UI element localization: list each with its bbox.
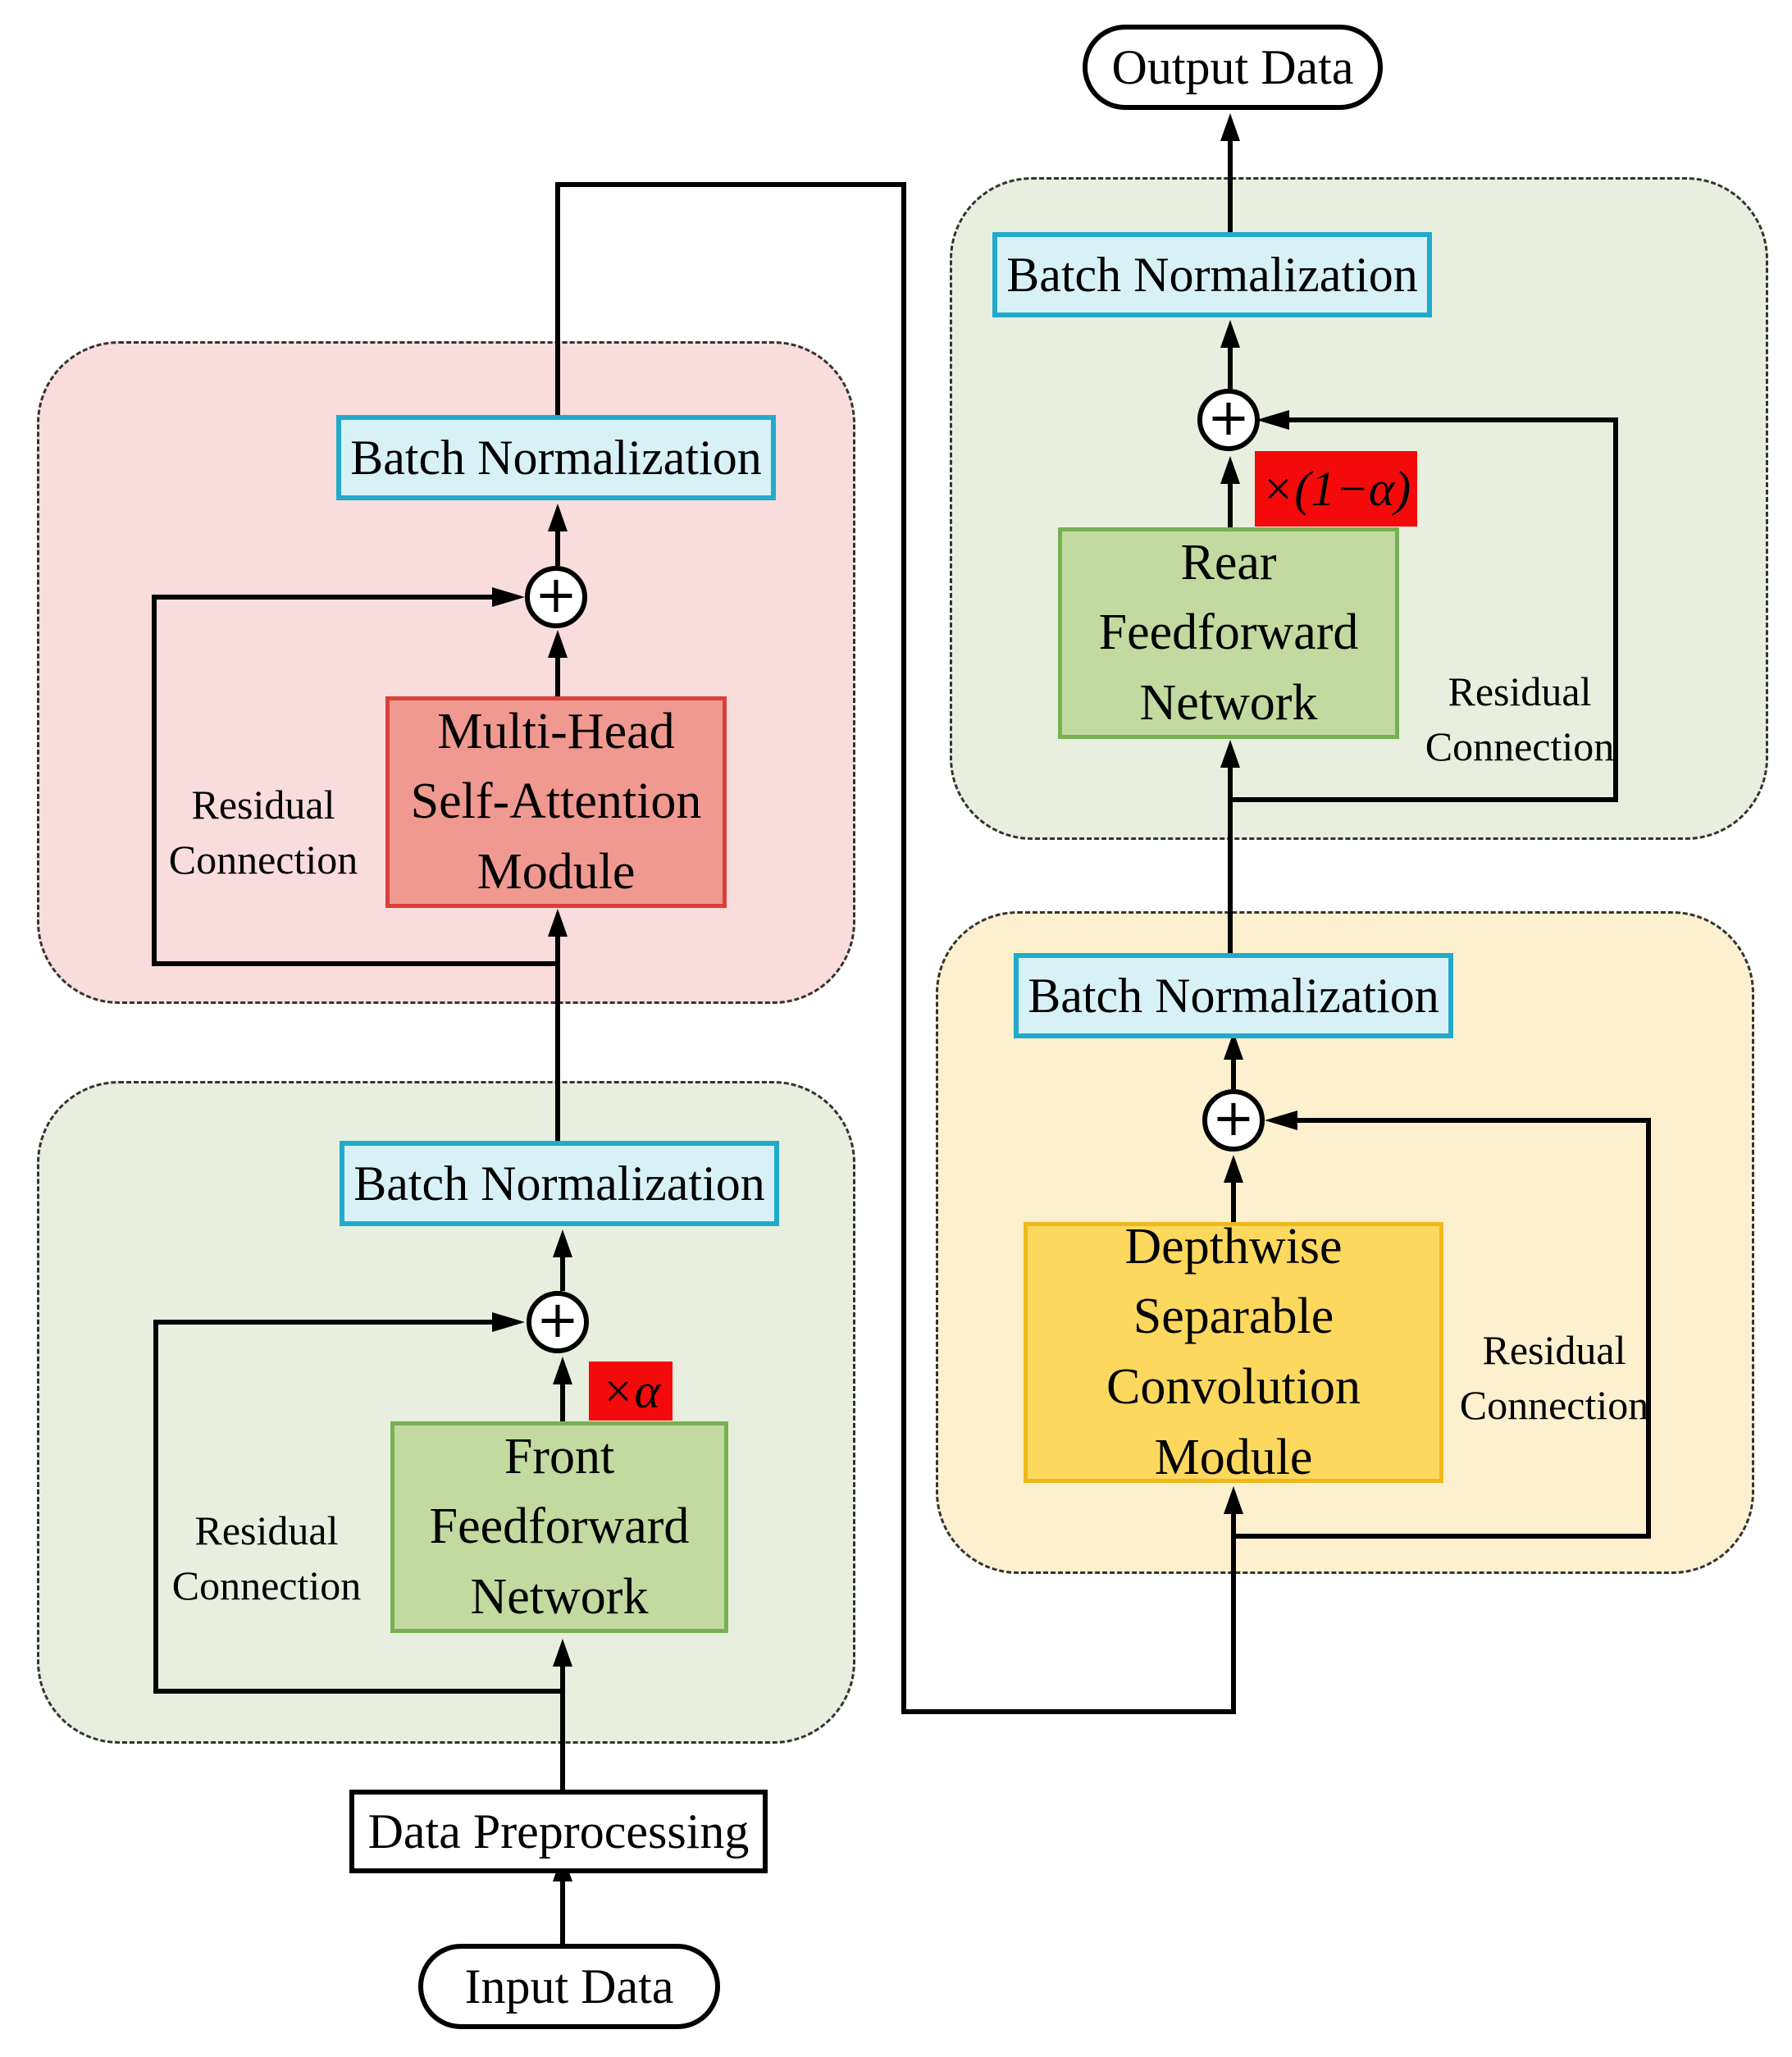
front-feedforward-network: Front Feedforward Network xyxy=(390,1421,728,1633)
depthwise-separable-convolution-module: Depthwise Separable Convolution Module xyxy=(1024,1219,1443,1485)
residual-label-mhsa: Residual Connection xyxy=(168,781,358,883)
residual-label-rear: Residual Connection xyxy=(1425,668,1615,770)
data-preprocessing-node: Data Preprocessing xyxy=(349,1790,768,1873)
multi-head-self-attention-module: Multi-Head Self-Attention Module xyxy=(385,696,727,908)
scale-one-minus-alpha-rear: ×(1−α) xyxy=(1255,451,1417,527)
sum-front-ffn: + xyxy=(527,1291,589,1353)
input-data-node: Input Data xyxy=(418,1944,720,2029)
output-data-node: Output Data xyxy=(1083,25,1383,110)
sum-rear-ffn: + xyxy=(1197,389,1260,451)
scale-alpha-front: ×α xyxy=(589,1361,673,1421)
sum-mhsa: + xyxy=(525,566,587,628)
batch-norm-rear-ffn: Batch Normalization xyxy=(992,232,1432,317)
batch-norm-dsc: Batch Normalization xyxy=(1014,953,1453,1038)
residual-label-front: Residual Connection xyxy=(171,1507,362,1609)
rear-feedforward-network: Rear Feedforward Network xyxy=(1058,527,1399,739)
batch-norm-front-ffn: Batch Normalization xyxy=(340,1141,779,1226)
residual-label-dsc: Residual Connection xyxy=(1459,1326,1649,1429)
batch-norm-mhsa: Batch Normalization xyxy=(336,415,776,500)
sum-dsc: + xyxy=(1202,1089,1265,1152)
